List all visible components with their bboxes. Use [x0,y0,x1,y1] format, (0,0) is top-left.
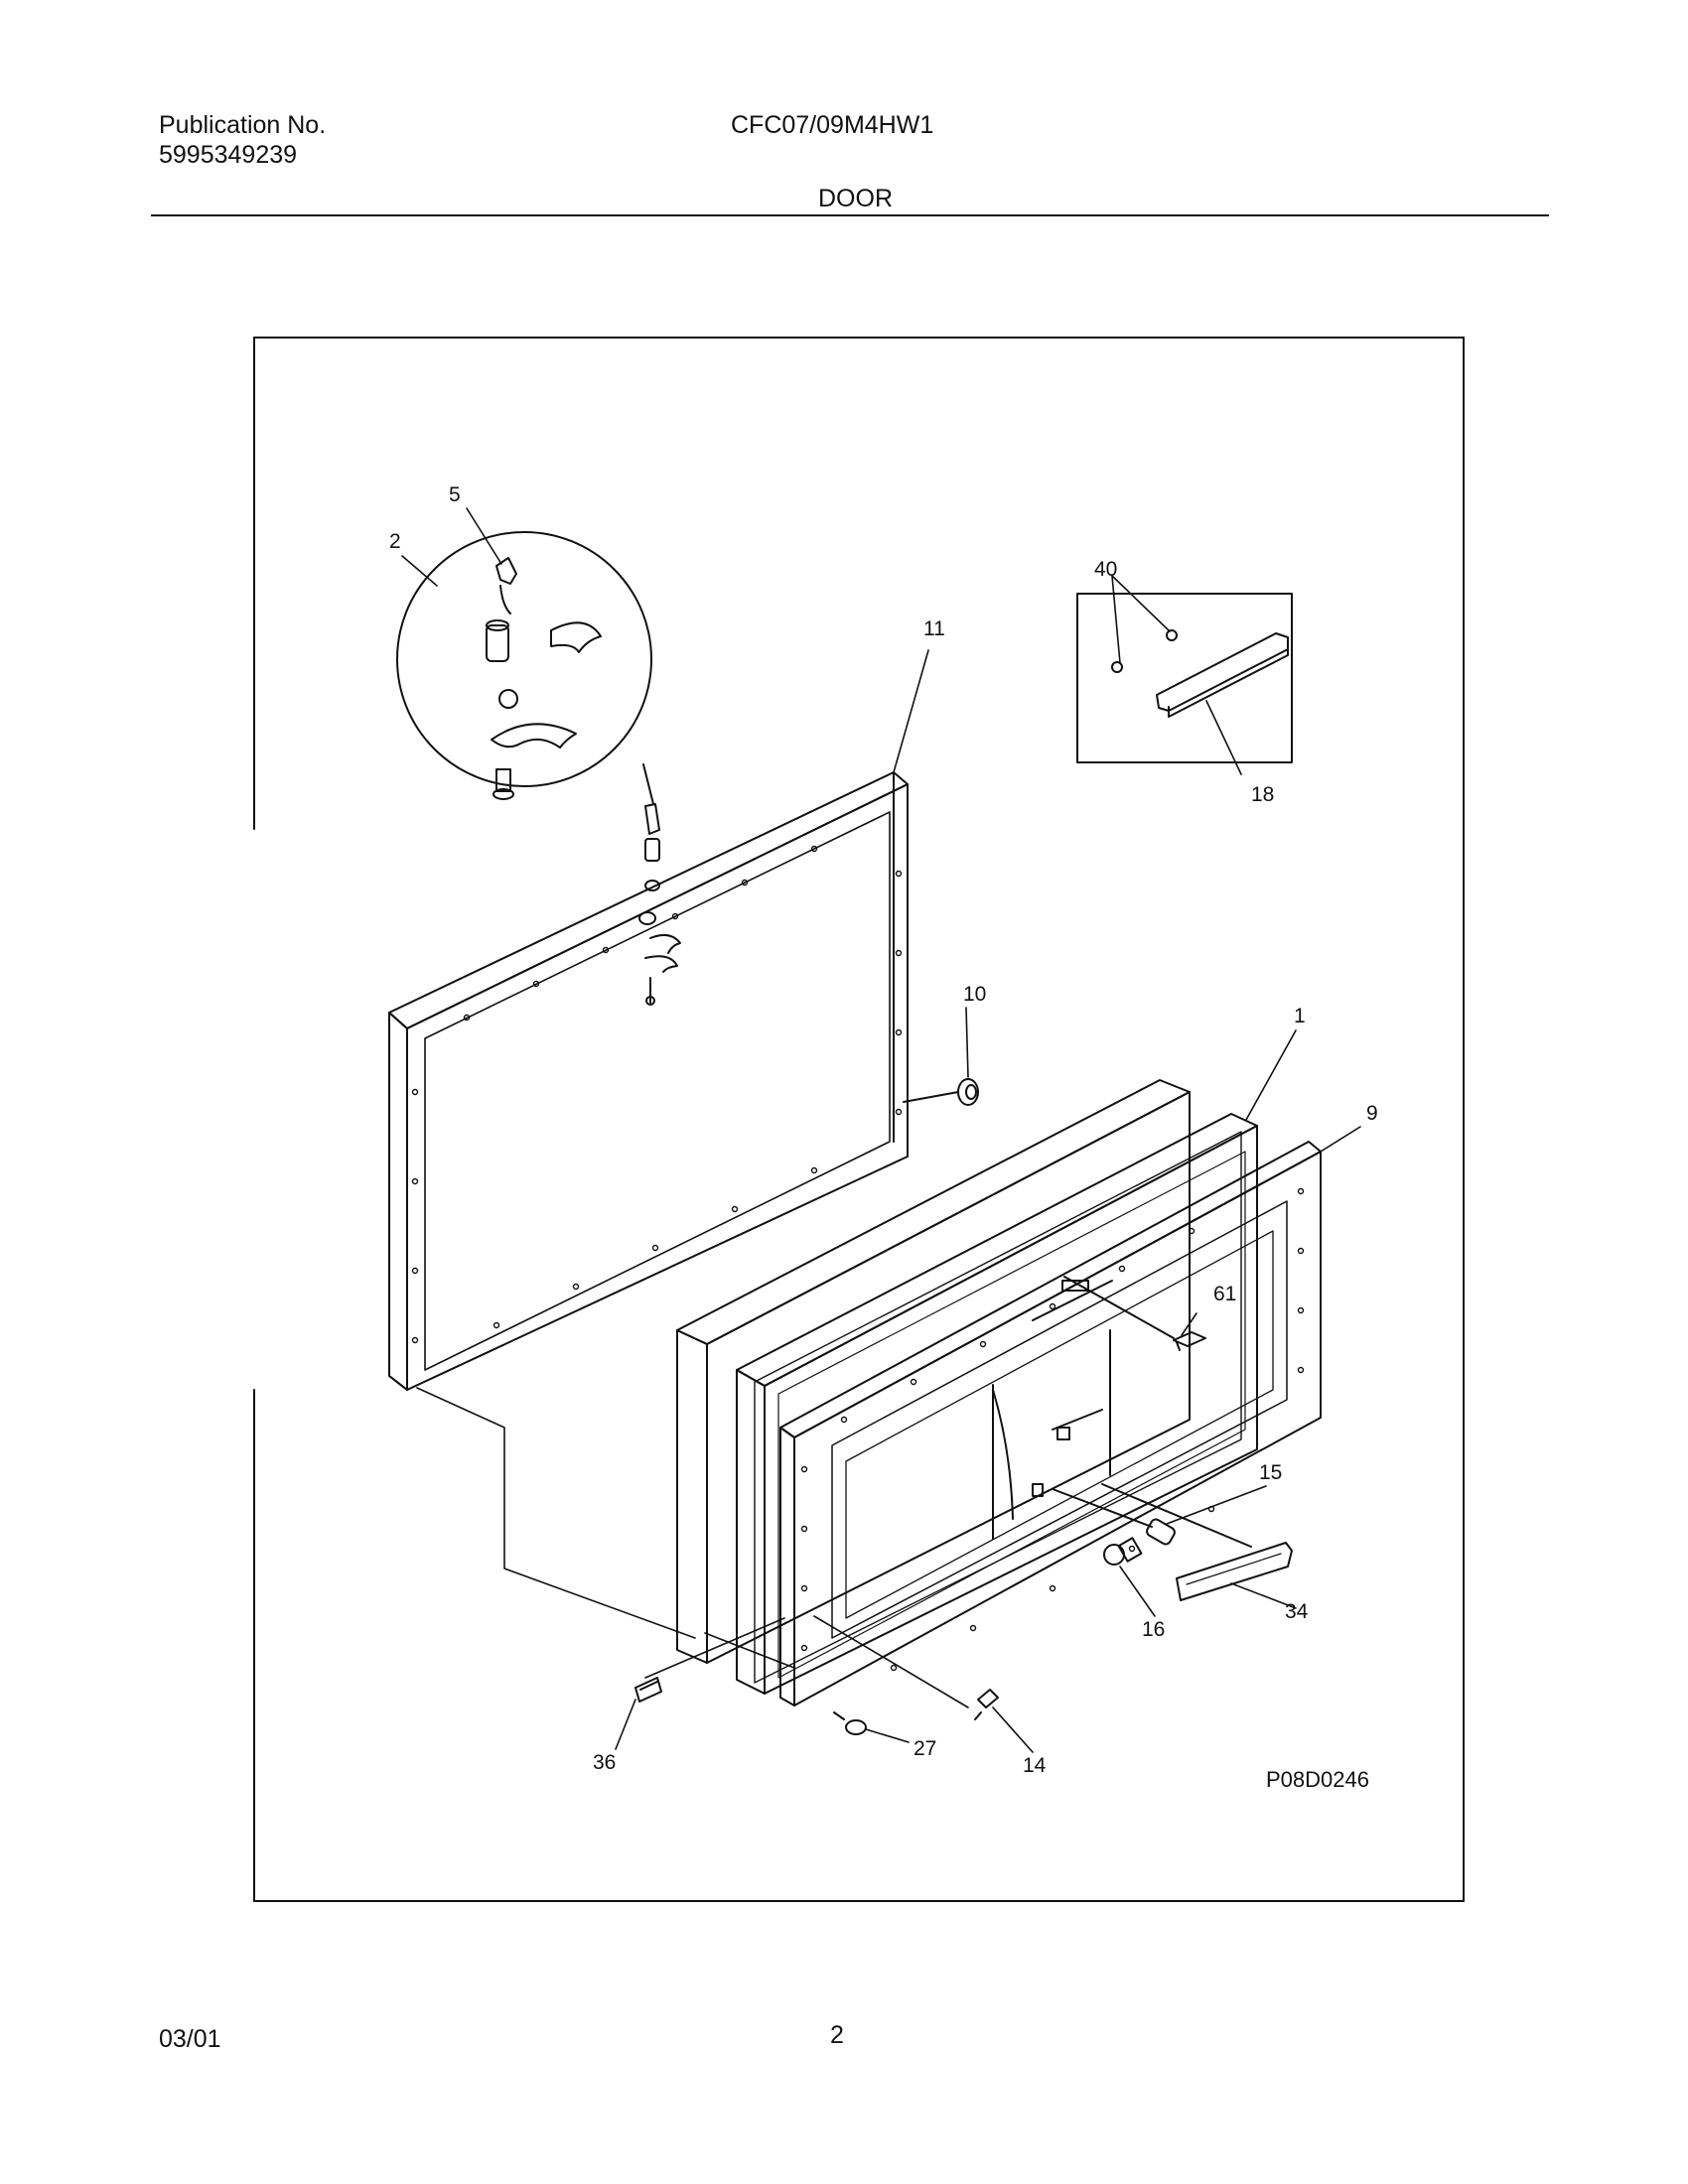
section-title: DOOR [818,185,893,212]
foam-insulation-block [676,1079,1191,1664]
callout-2: 2 [389,530,401,553]
clip-part-36 [634,1677,662,1703]
callout-11: 11 [923,617,945,640]
inner-liner-part-9 [779,1141,1322,1706]
callout-36: 36 [593,1751,616,1774]
bumper-part-10 [903,1078,979,1106]
inner-liner-holes [800,1187,1305,1672]
callout-15: 15 [1259,1461,1282,1484]
callout-27: 27 [914,1737,936,1760]
liner-holes [411,845,903,1344]
footer-page-number: 2 [830,2021,844,2049]
callout-34: 34 [1285,1600,1309,1623]
callout-10: 10 [963,983,986,1006]
screw-part-14 [974,1689,999,1720]
callout-18: 18 [1251,783,1274,806]
leader-lines [401,507,1361,1753]
callout-5: 5 [449,483,461,506]
model-number: CFC07/09M4HW1 [731,111,934,139]
hinge-detail-circle [396,531,652,800]
door-liner-part-11 [388,771,909,1391]
light-bulb-part-16 [1103,1537,1143,1566]
header-rule [151,214,1549,216]
callout-40: 40 [1094,558,1117,581]
light-cover-part-34 [1101,1483,1293,1601]
plug-part-27 [833,1711,867,1735]
callout-14: 14 [1023,1754,1047,1777]
door-panel-part-1 [736,1113,1258,1695]
handle-detail-box [1076,593,1293,763]
callout-16: 16 [1142,1618,1165,1641]
hinge-assembly [638,763,681,1006]
light-socket-part-15 [1052,1488,1176,1546]
switch-part-61 [1063,1276,1206,1351]
callout-9: 9 [1366,1102,1378,1125]
diagram-frame [253,337,1465,1902]
publication-number: 5995349239 [159,141,298,169]
callout-61: 61 [1213,1283,1236,1305]
assembly-lines [416,1387,969,1708]
footer-date: 03/01 [159,2025,221,2053]
callout-1: 1 [1294,1005,1306,1027]
drawing-code: P08D0246 [1266,1767,1369,1792]
publication-label: Publication No. [159,111,327,139]
